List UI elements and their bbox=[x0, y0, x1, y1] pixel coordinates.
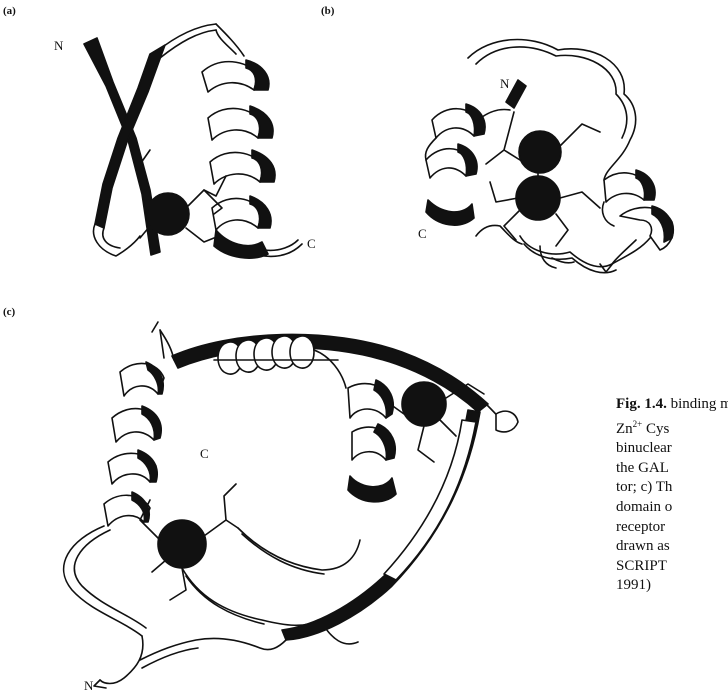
panel-c-structure bbox=[64, 322, 518, 688]
caption-line-9: 1991) bbox=[616, 576, 728, 596]
caption-zn: Zn bbox=[616, 421, 633, 437]
panel-b-c-label: C bbox=[418, 226, 427, 241]
panel-a-n-label: N bbox=[54, 38, 64, 53]
caption-line-6: receptor bbox=[616, 518, 728, 538]
panel-b-n-label: N bbox=[500, 76, 510, 91]
panel-b-structure bbox=[425, 40, 673, 273]
caption-line-2: binuclear bbox=[616, 439, 728, 459]
panel-c-c-label: C bbox=[200, 446, 209, 461]
caption-line-5: domain o bbox=[616, 498, 728, 518]
panel-a-structure bbox=[84, 24, 302, 258]
caption-line-4: tor; c) Th bbox=[616, 478, 728, 498]
caption-line-8: SCRIPT bbox=[616, 557, 728, 577]
panel-c-n-label: N bbox=[84, 678, 94, 693]
caption-line-3: the GAL bbox=[616, 459, 728, 479]
figure-caption: Fig. 1.4. binding m Zn2+ Cys binuclear t… bbox=[616, 395, 728, 596]
panel-a-c-label: C bbox=[307, 236, 316, 251]
caption-zn-sup: 2+ bbox=[633, 419, 643, 429]
caption-line-1: Cys bbox=[646, 421, 669, 437]
caption-line-7: drawn as bbox=[616, 537, 728, 557]
caption-line-0: binding m bbox=[671, 396, 728, 412]
caption-fig-label: Fig. 1.4. bbox=[616, 396, 667, 412]
